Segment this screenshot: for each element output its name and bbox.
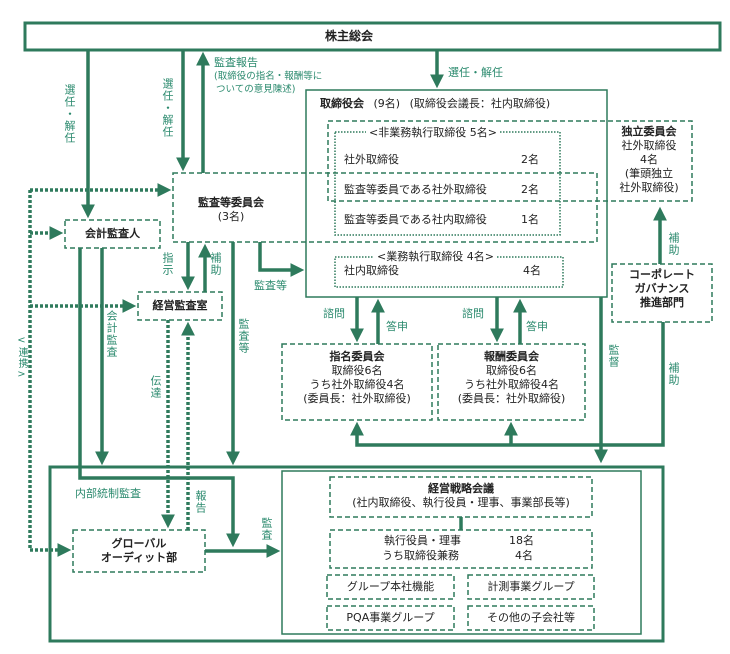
officers-count: 18名: [509, 534, 534, 547]
audit-committee-title: 監査等委員会: [198, 196, 264, 209]
unit-label: 計測事業グループ: [487, 580, 575, 593]
committee-text: (委員長：社外取締役): [303, 392, 411, 405]
committee-text: うち社外取締役4名: [464, 378, 559, 391]
audit-report-label: 監査報告: [214, 56, 258, 69]
cg-dept-text: 推進部門: [640, 296, 684, 309]
unit-box: [326, 605, 455, 631]
instruct-label: 指示: [161, 252, 174, 276]
execution-box: [48, 465, 665, 643]
internal-control-audit-label: 内部統制監査: [75, 487, 141, 500]
audit-committee-count: (3名): [217, 210, 245, 223]
strategy-meeting-title: 経営戦略会議: [428, 482, 494, 495]
board-chair: (取締役会議長：社内取締役): [409, 97, 551, 110]
assist-label: 補助: [667, 232, 680, 256]
audit-label: 監査: [260, 517, 273, 541]
director-row-label: 監査等委員である社外取締役: [344, 183, 487, 196]
strategy-meeting-members: (社内取締役、執行役員・理事、事業部長等): [352, 496, 570, 509]
appoint-dismiss-label: 選任・解任: [161, 78, 174, 138]
exec-row-label: 社内取締役: [344, 264, 399, 277]
non-exec-header: <非業務執行取締役 5名>: [366, 126, 500, 140]
coordination-label: <連携>: [16, 335, 27, 381]
committee-text: (委員長：社外取締役): [457, 392, 566, 405]
global-audit: グローバル オーディット部: [73, 537, 205, 565]
director-row-count: 2名: [521, 153, 539, 166]
cg-dept: コーポレート ガバナンス 推進部門: [612, 268, 712, 310]
assist-label: 補助: [667, 362, 680, 386]
shareholders-box: [23, 21, 722, 52]
unit-box: [467, 605, 595, 631]
director-row-label: 監査等委員である社内取締役: [344, 213, 487, 226]
nomination-committee-box: [281, 343, 433, 421]
board-count: (9名): [373, 97, 401, 110]
management-audit-office: 経営監査室: [152, 299, 208, 312]
board-header: 取締役会 (9名) (取締役会議長：社内取締役): [320, 97, 550, 111]
officers-count: 4名: [515, 549, 533, 562]
compensation-committee: 報酬委員会 取締役6名 うち社外取締役4名 (委員長：社外取締役): [438, 350, 585, 406]
supervise-label: 監督: [607, 344, 620, 368]
audit-committee: 監査等委員会 (3名): [186, 196, 276, 224]
committee-text: 取締役6名: [331, 364, 383, 377]
assist-label: 補助: [209, 252, 222, 276]
answer-label: 答申: [386, 320, 408, 333]
audit-etc-label: 監査等: [237, 318, 250, 354]
management-audit-office-box: [137, 291, 223, 321]
unit-box: [326, 574, 455, 600]
independent-committee-text: 社外取締役: [621, 139, 677, 152]
unit-label: グループ本社機能: [346, 580, 435, 593]
unit-box: [467, 574, 595, 600]
unit-label: その他の子会社等: [487, 611, 575, 624]
global-audit-text: グローバル: [111, 537, 167, 550]
consult-label: 諮問: [323, 307, 345, 320]
appoint-dismiss-label: 選任・解任: [63, 84, 76, 144]
transmit-label: 伝達: [149, 375, 162, 399]
audit-report-note: (取締役の指名・報酬等に: [214, 71, 323, 82]
compensation-committee-box: [437, 343, 586, 421]
audit-report-note: ついての意見陳述): [216, 84, 296, 95]
appoint-dismiss-label: 選任・解任: [448, 66, 503, 79]
accounting-auditor: 会計監査人: [85, 227, 140, 240]
audit-committee-box: [172, 172, 598, 243]
independent-committee-title: 独立委員会: [621, 125, 677, 138]
cg-dept-text: コーポレート: [629, 268, 695, 281]
answer-label: 答申: [526, 320, 548, 333]
director-row-count: 1名: [521, 213, 539, 226]
committee-text: 取締役6名: [486, 364, 537, 377]
unit-label: PQA事業グループ: [346, 611, 435, 624]
director-row-count: 2名: [521, 183, 539, 196]
independent-committee-box: [327, 120, 693, 202]
board-box: [305, 89, 608, 298]
independent-committee-text: 社外取締役): [619, 181, 679, 194]
director-row-label: 社外取締役: [344, 153, 399, 166]
consult-label: 諮問: [462, 307, 484, 320]
officers-box: [329, 529, 593, 569]
independent-committee-text: 4名: [640, 153, 658, 166]
independent-committee-text: (筆頭独立: [624, 167, 674, 180]
strategy-meeting: 経営戦略会議 (社内取締役、執行役員・理事、事業部長等): [330, 482, 592, 510]
exec-header: <業務執行取締役 4名>: [374, 250, 497, 264]
accounting-audit-label: 会計監査: [105, 310, 118, 358]
report-label: 報告: [194, 490, 207, 514]
officers-label: 執行役員・理事: [384, 534, 461, 547]
board-title: 取締役会: [320, 97, 364, 110]
nomination-committee: 指名委員会 取締役6名 うち社外取締役4名 (委員長：社外取締役): [282, 350, 432, 406]
officers-label: うち取締役兼務: [382, 549, 459, 562]
committee-text: うち社外取締役4名: [309, 378, 405, 391]
global-audit-text: オーディット部: [100, 551, 178, 564]
cg-dept-text: ガバナンス: [634, 282, 690, 295]
nomination-committee-title: 指名委員会: [329, 350, 385, 363]
execution-inner-box: [281, 470, 642, 635]
independent-committee: 独立委員会 社外取締役 4名 (筆頭独立 社外取締役): [608, 125, 690, 195]
accounting-auditor-box: [64, 219, 161, 249]
compensation-committee-title: 報酬委員会: [484, 350, 539, 363]
shareholders-meeting-label: 株主総会: [325, 29, 374, 43]
exec-row-count: 4名: [523, 264, 541, 277]
audit-etc-label: 監査等: [254, 279, 287, 292]
